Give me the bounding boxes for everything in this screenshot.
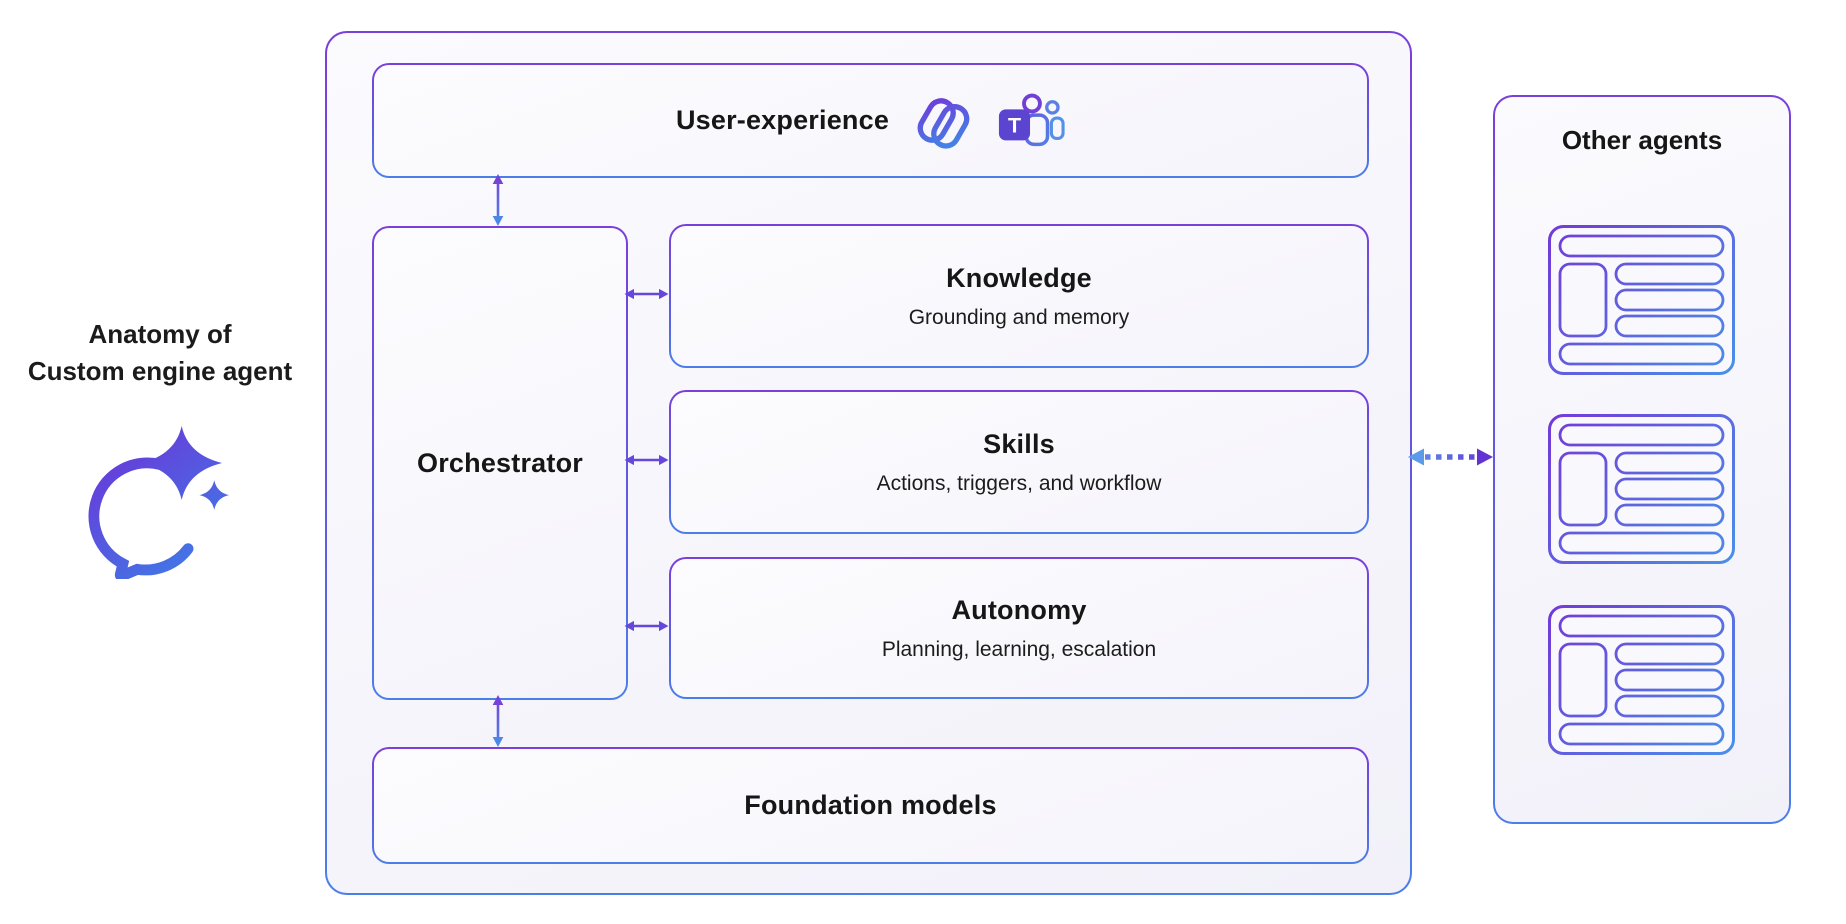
orchestrator-autonomy-arrow [624,620,669,632]
large-sparkle [141,425,223,501]
autonomy-subtitle: Planning, learning, escalation [881,637,1157,661]
other-agents-panel: Other agents [1493,95,1791,824]
chat-bubble-outline [88,457,194,579]
orchestrator-skills-arrow [624,454,669,466]
agent-card [1548,225,1735,375]
knowledge-box: Knowledge Grounding and memory [669,224,1369,368]
custom-engine-agent-container: User-experience T Orchestrator Knowledge… [325,31,1412,895]
skills-box: Skills Actions, triggers, and workflow [669,390,1369,534]
other-agents-dotted-arrow [1408,448,1493,466]
autonomy-title: Autonomy [951,594,1087,625]
caption-line-2: Custom engine agent [27,356,293,386]
orchestrator-foundation-arrow [492,695,504,747]
diagram-caption: Anatomy of Custom engine agent [0,316,320,390]
skills-title: Skills [983,428,1055,459]
user-experience-box: User-experience T [372,63,1369,178]
copilot-chat-sparkles-icon [88,425,230,579]
agent-card [1548,414,1735,564]
teams-body-small [1049,116,1065,140]
teams-letter: T [1008,113,1021,137]
knowledge-title: Knowledge [946,262,1092,293]
agent-card [1548,605,1735,755]
knowledge-subtitle: Grounding and memory [908,305,1130,329]
foundation-models-title: Foundation models [744,790,997,820]
orchestrator-title: Orchestrator [417,447,583,478]
orchestrator-box: Orchestrator [372,226,628,700]
small-sparkle [199,480,230,510]
autonomy-box: Autonomy Planning, learning, escalation [669,557,1369,699]
ux-orchestrator-arrow [492,174,504,226]
teams-head-small [1045,99,1060,115]
teams-icon: T [999,93,1065,146]
user-experience-title: User-experience [675,105,890,135]
teams-head-large [1022,93,1042,113]
foundation-models-box: Foundation models [372,747,1369,864]
caption-line-1: Anatomy of [88,319,232,349]
other-agents-title: Other agents [1561,125,1723,155]
copilot-icon [917,97,970,149]
orchestrator-knowledge-arrow [624,288,669,300]
teams-square [999,108,1031,140]
skills-subtitle: Actions, triggers, and workflow [876,471,1162,495]
